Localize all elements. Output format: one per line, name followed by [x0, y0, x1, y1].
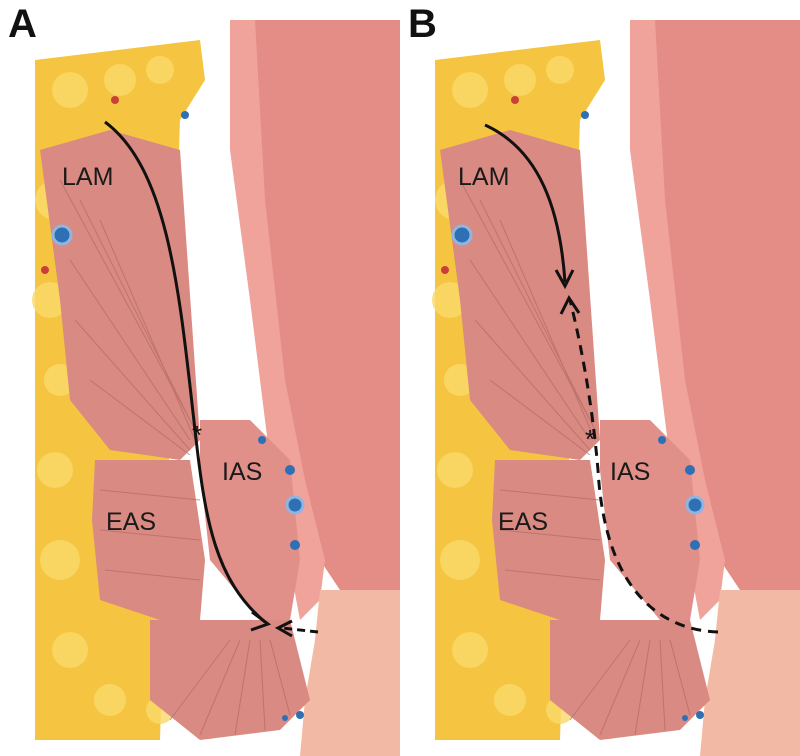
- svg-text:*: *: [192, 420, 202, 450]
- panel-a: * LAM IAS EAS A: [8, 2, 400, 756]
- label-lam: LAM: [458, 163, 509, 191]
- label-ias: IAS: [222, 458, 262, 486]
- label-eas: EAS: [498, 508, 548, 536]
- panel-letter-a: A: [8, 2, 37, 46]
- label-ias: IAS: [610, 458, 650, 486]
- label-eas: EAS: [106, 508, 156, 536]
- panel-letter-b: B: [408, 2, 437, 46]
- anatomy-illustration-a: * LAM IAS EAS: [32, 20, 400, 756]
- label-lam: LAM: [62, 163, 113, 191]
- anatomy-illustration-b: * LAM IAS EAS: [432, 20, 800, 756]
- panel-b: * LAM IAS EAS B: [400, 0, 800, 756]
- svg-text:*: *: [585, 424, 595, 454]
